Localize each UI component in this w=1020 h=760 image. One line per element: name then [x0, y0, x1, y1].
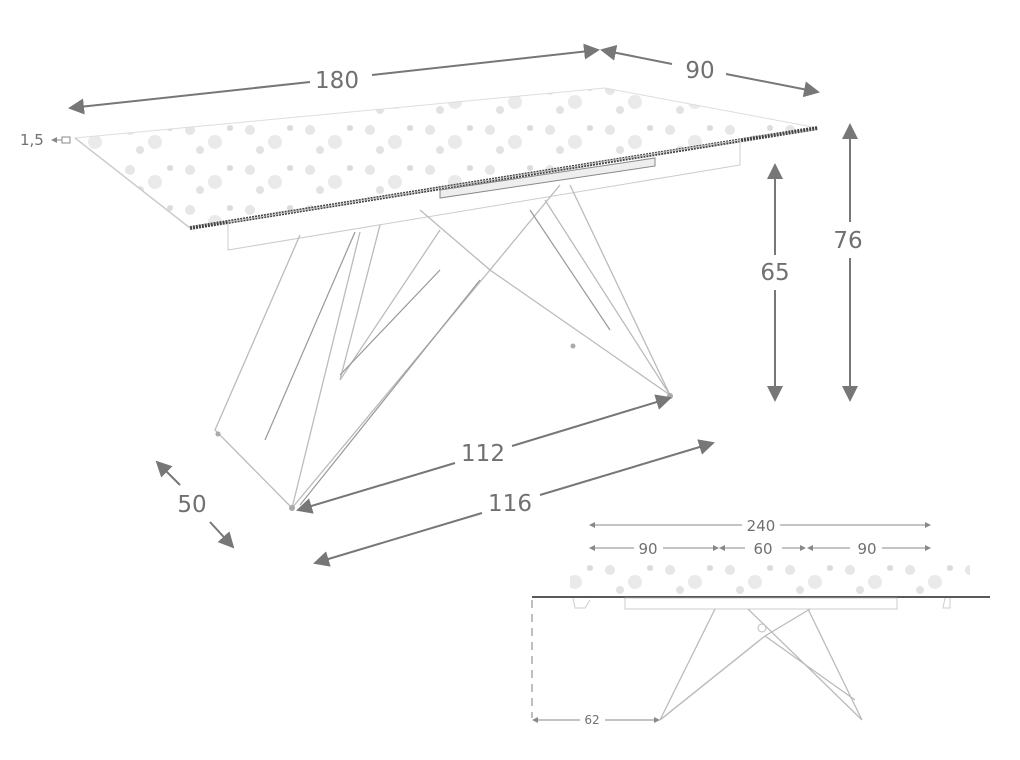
tabletop-side-edge [74, 137, 191, 229]
extended-total-label: 240 [747, 517, 776, 535]
table-extended-side-view [531, 565, 990, 721]
extended-apron [624, 597, 898, 610]
dimension-leg-depth: 50 [155, 460, 235, 549]
extended-top-texture [570, 565, 970, 595]
height-apron-label: 65 [760, 260, 789, 286]
table-legs [214, 184, 673, 511]
dimension-overhang: 62 [532, 713, 660, 727]
dimension-leg-span-outer: 116 [313, 439, 715, 567]
apron [227, 139, 741, 251]
left-section-label: 90 [638, 540, 657, 558]
dimension-extended-total: 240 [589, 517, 931, 535]
tabletop-surface [73, 87, 819, 229]
thickness-label: 1,5 [20, 131, 44, 149]
dimension-height-total: 76 [833, 123, 863, 402]
dimension-extended-sections: 90 60 90 [589, 540, 931, 558]
width-label: 90 [685, 58, 714, 84]
overhang-label: 62 [584, 713, 599, 727]
extension-label: 60 [753, 540, 772, 558]
length-label: 180 [315, 68, 359, 94]
leg-depth-label: 50 [177, 492, 206, 518]
dimension-height-apron: 65 [760, 163, 790, 402]
dimension-leg-span-inner: 112 [296, 394, 672, 514]
right-section-label: 90 [857, 540, 876, 558]
dimension-thickness: 1,5 [20, 131, 71, 149]
table-perspective-view [73, 87, 819, 511]
extended-legs [659, 608, 863, 721]
leg-span-outer-label: 116 [488, 491, 532, 517]
dimension-length: 180 [68, 43, 600, 115]
height-total-label: 76 [833, 228, 862, 254]
extension-leaf [439, 157, 656, 199]
dimension-width: 90 [600, 44, 820, 98]
leg-span-inner-label: 112 [461, 441, 505, 467]
